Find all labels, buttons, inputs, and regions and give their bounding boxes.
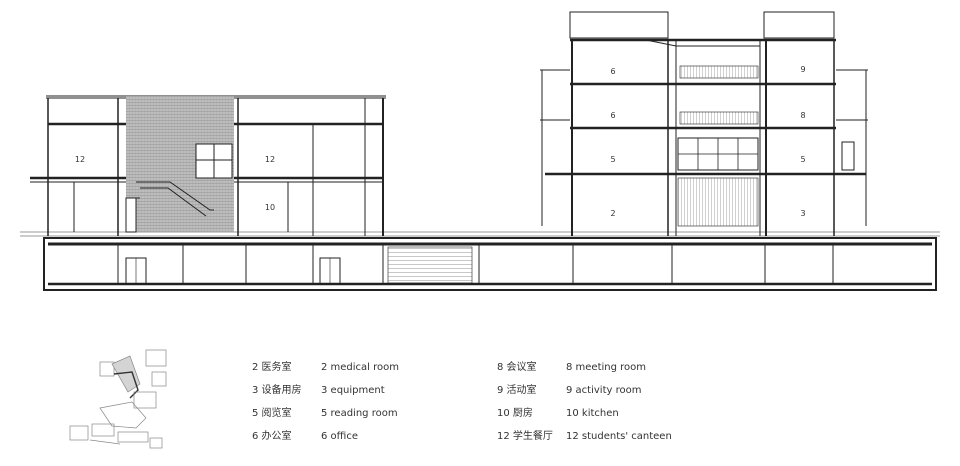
legend-item: 10 厨房 10 kitchen bbox=[497, 402, 672, 425]
legend-item: 9 活动室 9 activity room bbox=[497, 379, 672, 402]
legend-en: 8 meeting room bbox=[566, 362, 647, 373]
legend-item: 12 学生餐厅 12 students' canteen bbox=[497, 425, 672, 448]
legend-zh: 8 会议室 bbox=[497, 362, 537, 373]
room-label-5a: 5 bbox=[610, 155, 615, 164]
room-label-12b: 12 bbox=[265, 155, 275, 164]
legend-left-column: 2 医务室 2 medical room 3 设备用房 3 equipment … bbox=[252, 356, 399, 448]
room-label-8: 8 bbox=[800, 111, 805, 120]
legend-en: 3 equipment bbox=[321, 385, 385, 396]
legend-item: 3 设备用房 3 equipment bbox=[252, 379, 399, 402]
legend-en: 6 office bbox=[321, 431, 358, 442]
right-building bbox=[540, 11, 868, 236]
legend-zh: 6 办公室 bbox=[252, 431, 292, 442]
legend-en: 5 reading room bbox=[321, 408, 398, 419]
room-label-6a: 6 bbox=[610, 67, 615, 76]
legend-item: 2 医务室 2 medical room bbox=[252, 356, 399, 379]
legend-zh: 12 学生餐厅 bbox=[497, 431, 553, 442]
room-label-9: 9 bbox=[800, 65, 805, 74]
legend-item: 5 阅览室 5 reading room bbox=[252, 402, 399, 425]
basement-level bbox=[20, 231, 940, 291]
legend-zh: 9 活动室 bbox=[497, 385, 537, 396]
room-label-2: 2 bbox=[610, 209, 615, 218]
room-label-6b: 6 bbox=[610, 111, 615, 120]
legend-en: 9 activity room bbox=[566, 385, 642, 396]
room-labels: 12 12 10 6 9 6 8 5 5 2 3 bbox=[75, 65, 806, 218]
legend-zh: 5 阅览室 bbox=[252, 408, 292, 419]
legend-item: 8 会议室 8 meeting room bbox=[497, 356, 672, 379]
left-building bbox=[30, 95, 386, 236]
legend-zh: 3 设备用房 bbox=[252, 385, 302, 396]
legend-en: 2 medical room bbox=[321, 362, 400, 373]
legend-item: 6 办公室 6 office bbox=[252, 425, 399, 448]
room-label-3: 3 bbox=[800, 209, 805, 218]
legend-zh: 2 医务室 bbox=[252, 362, 292, 373]
room-label-5b: 5 bbox=[800, 155, 805, 164]
key-plan-thumbnail bbox=[69, 349, 167, 449]
legend-right-column: 8 会议室 8 meeting room 9 活动室 9 activity ro… bbox=[497, 356, 672, 448]
room-label-10: 10 bbox=[265, 203, 275, 212]
legend-en: 12 students' canteen bbox=[566, 431, 672, 442]
legend-zh: 10 厨房 bbox=[497, 408, 533, 419]
legend-en: 10 kitchen bbox=[566, 408, 619, 419]
room-label-12a: 12 bbox=[75, 155, 85, 164]
